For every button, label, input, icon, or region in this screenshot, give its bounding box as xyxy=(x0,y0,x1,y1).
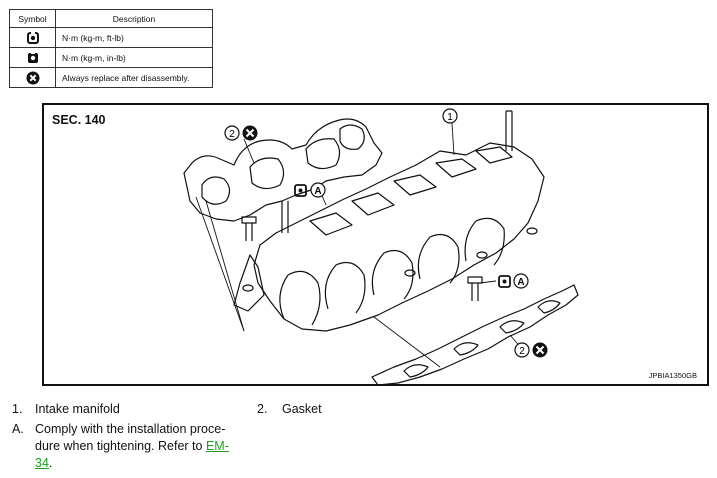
diagram-frame: 1 2 2 A A SEC. 140 J xyxy=(42,103,709,386)
callout-A-lower: A xyxy=(498,273,529,289)
legend-item-A-number: A. xyxy=(12,422,24,436)
intake-manifold-drawing: 1 2 2 A A xyxy=(183,108,579,384)
legend-item-A-text: Comply with the installation proce-dure … xyxy=(35,421,243,472)
lower-gasket xyxy=(371,284,579,384)
svg-text:2: 2 xyxy=(229,129,235,140)
description-header: Description xyxy=(55,9,213,28)
svg-text:A: A xyxy=(314,186,321,197)
symbol-description: N·m (kg-m, ft-lb) xyxy=(55,27,213,48)
callout-A-upper: A xyxy=(294,182,326,198)
upper-gasket xyxy=(183,118,383,222)
legend-item-2-number: 2. xyxy=(257,402,268,416)
legend-item-1-text: Intake manifold xyxy=(35,402,120,416)
legend-item-2-text: Gasket xyxy=(282,402,322,416)
callout-2-bottom: 2 xyxy=(514,342,548,358)
manifold-body xyxy=(253,142,545,332)
legend-item-A-period: . xyxy=(48,456,53,470)
symbol-description: Always replace after disassembly. xyxy=(55,67,213,88)
svg-text:1: 1 xyxy=(447,112,453,123)
callout-2-top: 2 xyxy=(224,125,258,141)
callout-1: 1 xyxy=(442,108,458,124)
image-code: JPBIA1350GB xyxy=(648,371,697,380)
symbol-description: N·m (kg-m, in-lb) xyxy=(55,47,213,68)
legend-item-1-number: 1. xyxy=(12,402,23,416)
legend-item-A-description: Comply with the installation proce-dure … xyxy=(35,422,226,453)
svg-text:A: A xyxy=(517,277,524,288)
symbol-header: Symbol xyxy=(9,9,56,28)
always-replace-icon xyxy=(26,71,39,84)
em-34-link[interactable]: EM-34 xyxy=(35,439,229,470)
svg-text:2: 2 xyxy=(519,346,525,357)
torque-wrench-small-icon xyxy=(27,50,38,63)
section-label: SEC. 140 xyxy=(52,113,106,127)
symbol-table: Symbol Description N·m (kg-m, ft-lb) N·m… xyxy=(9,9,213,88)
torque-wrench-icon xyxy=(26,30,39,44)
